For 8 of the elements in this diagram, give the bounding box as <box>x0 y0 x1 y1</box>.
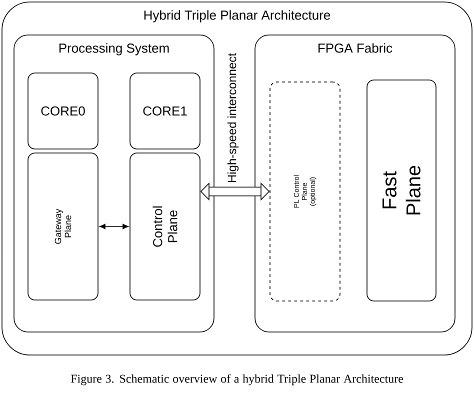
caption: Figure 3. Schematic overview of a hybrid Triple Planar Architecture <box>70 374 404 386</box>
core-box: CORE0 <box>28 72 98 150</box>
plane-box: Fast Plane <box>366 80 436 302</box>
plane-box: Control Plane <box>130 152 200 300</box>
plane-box: Gateway Plane <box>28 152 98 300</box>
arrow <box>99 224 129 230</box>
edge-label: High-speed interconnect <box>227 53 239 182</box>
core-box: CORE1 <box>130 72 200 150</box>
